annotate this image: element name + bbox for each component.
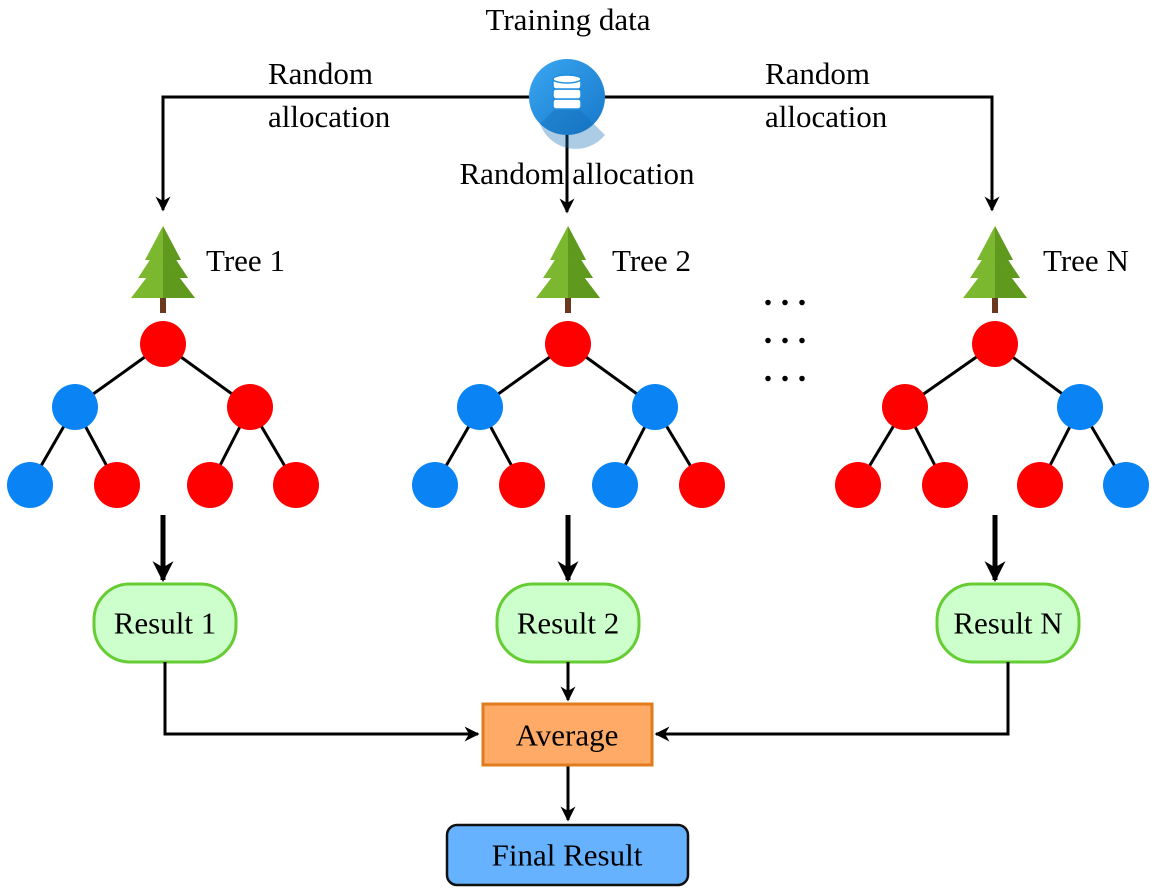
tree-node bbox=[227, 384, 273, 430]
tree-2-label: Tree 2 bbox=[612, 243, 691, 278]
final-result-box: Final Result bbox=[445, 823, 690, 887]
result-2-box: Result 2 bbox=[495, 582, 641, 664]
training-data-label: Training data bbox=[485, 2, 650, 37]
tree-node bbox=[1017, 462, 1063, 508]
decision-tree-2 bbox=[412, 321, 725, 508]
tree-node bbox=[499, 462, 545, 508]
allocation-label-right-1: Random bbox=[765, 56, 870, 91]
decision-tree-3 bbox=[835, 321, 1149, 508]
tree-node bbox=[457, 384, 503, 430]
svg-text:. . .: . . . bbox=[764, 314, 807, 351]
pine-tree-icon bbox=[536, 226, 600, 313]
allocation-label-left-1: Random bbox=[268, 56, 373, 91]
database-icon bbox=[529, 59, 605, 149]
svg-text:Result 1: Result 1 bbox=[114, 606, 216, 641]
svg-text:Result N: Result N bbox=[953, 606, 1062, 641]
allocation-label-right-2: allocation bbox=[765, 99, 888, 134]
svg-text:. . .: . . . bbox=[764, 352, 807, 389]
result-to-average-connectors bbox=[163, 662, 1010, 822]
tree-node bbox=[1057, 384, 1103, 430]
svg-text:Result 2: Result 2 bbox=[517, 606, 619, 641]
allocation-label-left-2: allocation bbox=[268, 99, 391, 134]
tree-1-label: Tree 1 bbox=[206, 243, 285, 278]
decision-tree-1 bbox=[7, 321, 319, 508]
average-box: Average bbox=[481, 702, 654, 767]
tree-to-result-arrows bbox=[152, 515, 1006, 583]
result-n-box: Result N bbox=[935, 582, 1081, 664]
tree-node bbox=[592, 462, 638, 508]
tree-node bbox=[545, 321, 591, 367]
tree-node bbox=[1103, 462, 1149, 508]
svg-text:. . .: . . . bbox=[764, 276, 807, 313]
svg-text:Final Result: Final Result bbox=[492, 838, 643, 873]
tree-node bbox=[679, 462, 725, 508]
tree-node bbox=[273, 462, 319, 508]
tree-node bbox=[7, 462, 53, 508]
pine-tree-icon bbox=[963, 226, 1027, 313]
pine-tree-icon bbox=[131, 226, 195, 313]
tree-node bbox=[922, 462, 968, 508]
tree-node bbox=[94, 462, 140, 508]
more-trees-ellipsis: . . . . . . . . . bbox=[764, 276, 807, 389]
tree-node bbox=[52, 384, 98, 430]
tree-node bbox=[632, 384, 678, 430]
decision-trees bbox=[7, 321, 1149, 508]
svg-text:Average: Average bbox=[516, 718, 619, 753]
allocation-connectors bbox=[155, 95, 1000, 214]
tree-node bbox=[412, 462, 458, 508]
tree-n-label: Tree N bbox=[1043, 243, 1129, 278]
allocation-label-center: Random allocation bbox=[459, 156, 695, 191]
tree-node bbox=[187, 462, 233, 508]
tree-node bbox=[140, 321, 186, 367]
tree-node bbox=[882, 384, 928, 430]
result-1-box: Result 1 bbox=[92, 582, 238, 664]
tree-node bbox=[972, 321, 1018, 367]
tree-node bbox=[835, 462, 881, 508]
